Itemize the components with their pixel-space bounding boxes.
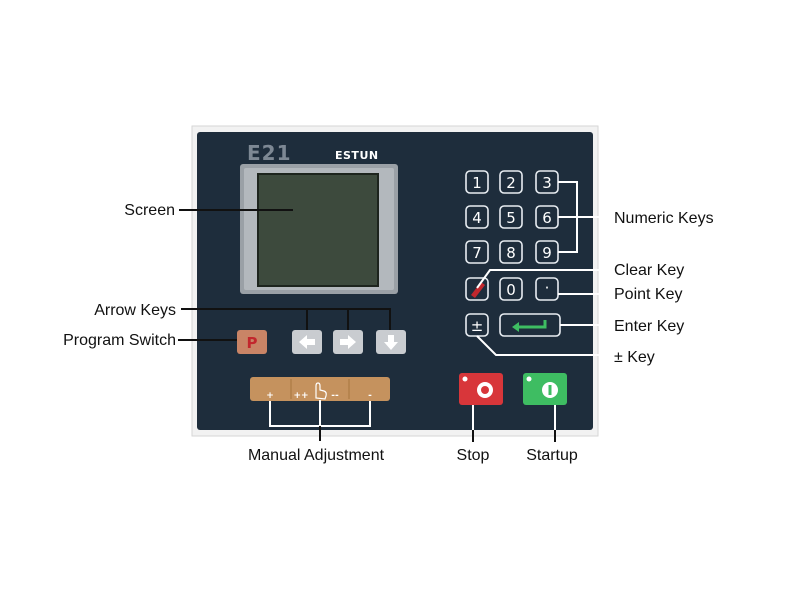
eraser-icon <box>471 282 485 298</box>
point-key[interactable]: · <box>535 277 559 301</box>
numeric-keypad: 1 2 3 4 5 6 7 8 <box>465 170 561 337</box>
key-8[interactable]: 8 <box>499 240 523 264</box>
svg-text:-: - <box>368 391 372 401</box>
svg-text:1: 1 <box>472 174 482 192</box>
key-5[interactable]: 5 <box>499 205 523 229</box>
arrow-right-icon <box>340 335 356 349</box>
arrow-down-key[interactable] <box>376 330 406 354</box>
label-stop: Stop <box>457 447 490 464</box>
label-arrow-keys: Arrow Keys <box>94 302 176 319</box>
label-clear-key: Clear Key <box>614 262 684 279</box>
maker-logo: ESTUN <box>335 149 379 162</box>
svg-text:5: 5 <box>506 209 516 227</box>
plusminus-key[interactable]: ± <box>465 313 489 337</box>
screen <box>240 164 398 294</box>
label-numeric-keys: Numeric Keys <box>614 210 714 227</box>
program-switch[interactable]: P <box>237 330 267 354</box>
key-9[interactable]: 9 <box>535 240 559 264</box>
label-manual-adjustment: Manual Adjustment <box>248 447 385 464</box>
enter-key[interactable] <box>499 313 561 337</box>
svg-text:±: ± <box>471 317 484 335</box>
label-enter-key: Enter Key <box>614 318 684 335</box>
hand-pointer-icon <box>315 382 327 400</box>
key-4[interactable]: 4 <box>465 205 489 229</box>
startup-button[interactable] <box>523 373 567 405</box>
svg-text:6: 6 <box>542 209 552 227</box>
arrow-right-key[interactable] <box>333 330 363 354</box>
key-2[interactable]: 2 <box>499 170 523 194</box>
key-7[interactable]: 7 <box>465 240 489 264</box>
key-0[interactable]: 0 <box>499 277 523 301</box>
arrow-down-icon <box>384 335 398 350</box>
svg-text:--: -- <box>331 391 339 401</box>
label-point-key: Point Key <box>614 286 682 303</box>
svg-text:+: + <box>266 391 274 401</box>
label-program-switch: Program Switch <box>63 332 176 349</box>
stop-button[interactable] <box>459 373 503 405</box>
svg-text:9: 9 <box>542 244 552 262</box>
arrow-left-icon <box>299 335 315 349</box>
svg-text:8: 8 <box>506 244 516 262</box>
model-logo: E21 <box>247 141 292 165</box>
leader-lines <box>178 181 608 442</box>
clear-key[interactable] <box>465 277 489 301</box>
key-3[interactable]: 3 <box>535 170 559 194</box>
svg-text:3: 3 <box>542 174 552 192</box>
manual-adjustment-strip[interactable]: + ++ -- - <box>250 377 390 401</box>
svg-text:P: P <box>247 334 258 352</box>
key-1[interactable]: 1 <box>465 170 489 194</box>
svg-text:·: · <box>545 279 550 297</box>
label-screen: Screen <box>124 202 175 219</box>
key-6[interactable]: 6 <box>535 205 559 229</box>
svg-text:++: ++ <box>293 391 308 401</box>
arrow-left-key[interactable] <box>292 330 322 354</box>
svg-text:7: 7 <box>472 244 482 262</box>
svg-text:2: 2 <box>506 174 516 192</box>
enter-arrow-icon <box>512 320 547 332</box>
svg-text:4: 4 <box>472 209 482 227</box>
svg-text:0: 0 <box>506 281 516 299</box>
label-plusminus-key: ± Key <box>614 349 655 366</box>
label-startup: Startup <box>526 447 578 464</box>
